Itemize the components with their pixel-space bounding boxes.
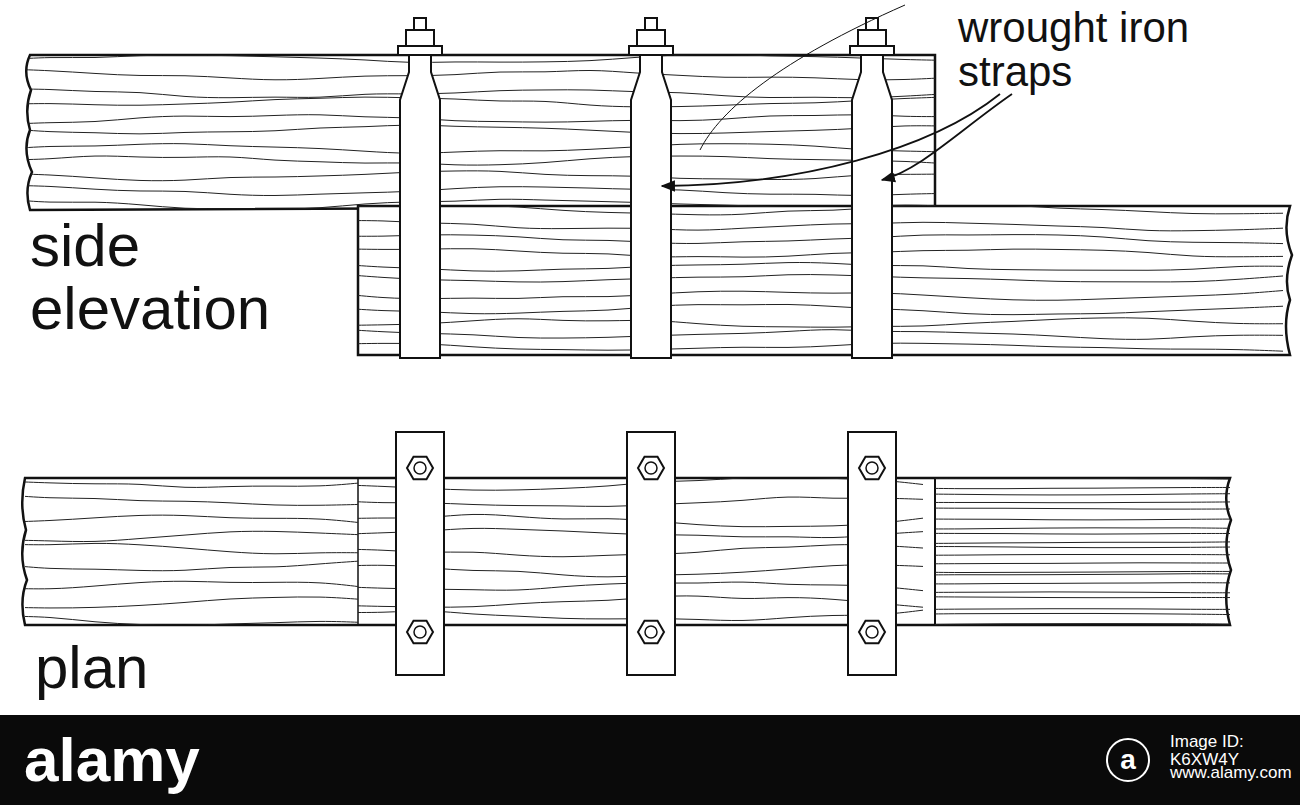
grain-line (25, 581, 358, 589)
leader-line (700, 5, 905, 150)
part-name: wrought iron straps (958, 6, 1190, 94)
nut (407, 457, 433, 480)
wood-grain (935, 478, 1230, 625)
grain-line (338, 205, 1283, 215)
grain-line (935, 487, 1230, 488)
grain-line (5, 115, 950, 125)
bolt-end (645, 18, 657, 30)
nut (407, 621, 433, 644)
grain-line (935, 533, 1230, 535)
watermark-url: www.alamy.com (1170, 764, 1298, 782)
grain-line (935, 547, 1230, 548)
grain-line (25, 597, 358, 608)
grain-line (338, 235, 1283, 244)
washer (398, 46, 442, 55)
wood-grain (5, 54, 950, 209)
grain-line (25, 495, 358, 506)
grain-line (935, 478, 1230, 479)
grain-line (338, 221, 1283, 231)
grain-line (935, 542, 1230, 544)
grain-line (25, 561, 358, 571)
grain-line (935, 528, 1230, 529)
joint-line (934, 478, 936, 625)
grain-line (338, 263, 1283, 272)
grain-line (338, 304, 1283, 314)
grain-line (5, 54, 950, 62)
grain-line (5, 125, 950, 134)
logo-circle: a (1106, 738, 1150, 782)
washer (850, 46, 894, 55)
grain-line (338, 291, 1283, 301)
nut (637, 30, 665, 46)
watermark-logo: alamy (24, 727, 344, 792)
nut (406, 30, 434, 46)
grain-line (5, 97, 950, 107)
grain-line (338, 343, 1283, 351)
strap (852, 55, 892, 358)
grain-line (5, 144, 950, 154)
logo-letter: a (1120, 746, 1136, 774)
grain-line (338, 274, 1283, 282)
grain-line (338, 329, 1283, 339)
strap (396, 432, 444, 675)
grain-line (935, 613, 1230, 614)
grain-line (935, 518, 1230, 520)
straps (396, 18, 896, 675)
grain-line (935, 574, 1230, 575)
grain-line (5, 156, 950, 165)
bolt-end (866, 462, 878, 474)
grain-line (935, 494, 1230, 495)
joint-line (357, 478, 359, 625)
view-title: side elevation (30, 214, 330, 340)
nut (859, 621, 885, 644)
view-title: plan (35, 636, 335, 699)
grain-line (25, 543, 358, 553)
bolt-end (645, 626, 657, 638)
lower-timber (358, 206, 1292, 355)
grain-line (25, 481, 358, 487)
grain-line (5, 89, 950, 98)
strap (848, 432, 896, 675)
grain-line (935, 563, 1230, 564)
watermark-bar (0, 715, 1300, 805)
grain-line (25, 515, 358, 523)
grain-line (5, 69, 950, 80)
nut (638, 621, 664, 644)
grain-line (935, 596, 1230, 598)
bolt-end (414, 18, 426, 30)
grain-line (935, 583, 1230, 584)
wood-grain (338, 205, 1283, 351)
upper-timber (26, 55, 935, 210)
grain-line (935, 508, 1230, 509)
bolt-end (645, 462, 657, 474)
grain-line (935, 571, 1230, 572)
nut (858, 30, 886, 46)
strap (627, 432, 675, 675)
strap (400, 55, 440, 358)
nut (859, 457, 885, 480)
wood-grain (25, 481, 358, 625)
strap (631, 55, 671, 358)
bolt-end (414, 462, 426, 474)
leader-line (882, 94, 1012, 180)
grain-line (935, 501, 1230, 503)
bolt-end (414, 626, 426, 638)
grain-line (25, 616, 358, 625)
grain-line (935, 608, 1230, 610)
grain-line (5, 199, 950, 209)
grain-line (935, 624, 1230, 625)
grain-line (935, 591, 1230, 593)
grain-line (935, 554, 1230, 556)
bolt-end (866, 626, 878, 638)
grain-line (338, 318, 1283, 327)
grain-line (25, 531, 358, 541)
grain-line (5, 185, 950, 195)
washer (629, 46, 673, 55)
nut (638, 457, 664, 480)
grain-line (338, 249, 1283, 257)
